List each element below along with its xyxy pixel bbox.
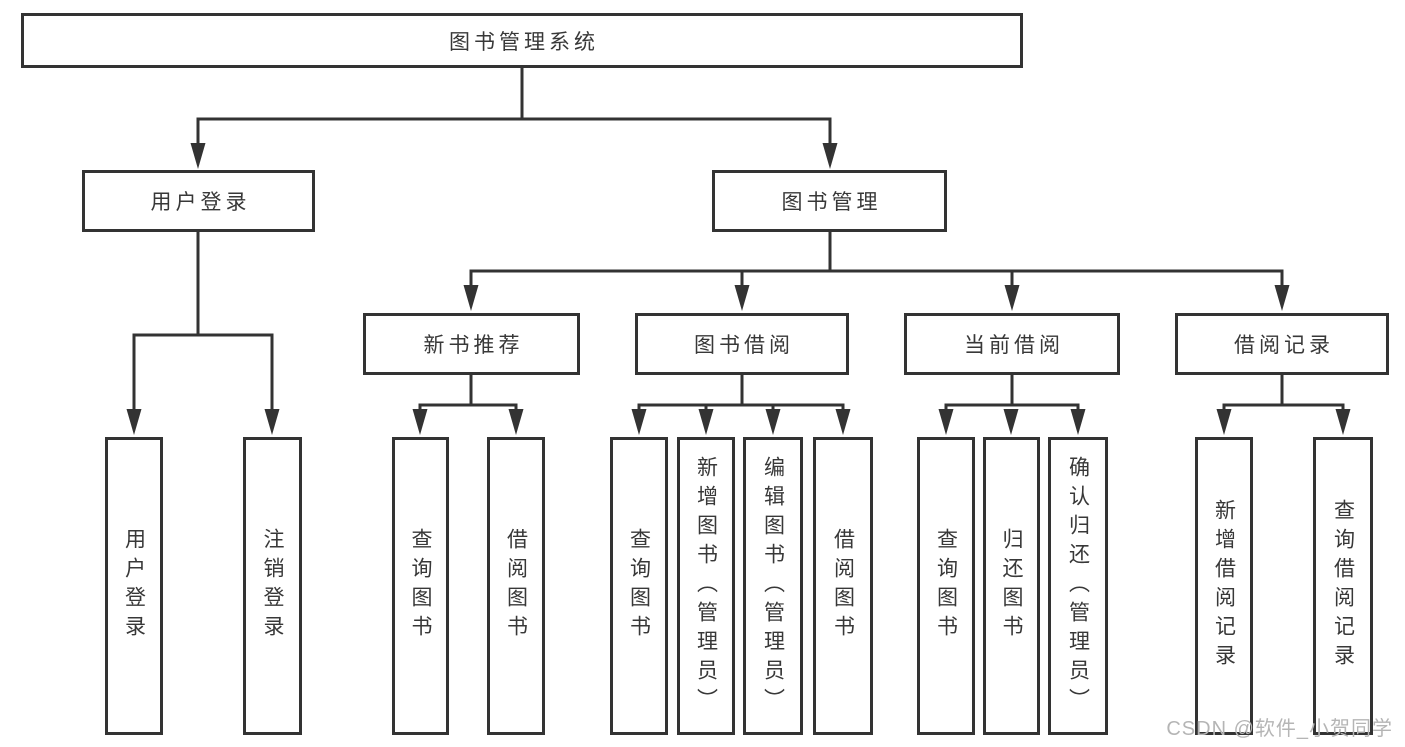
- leaf-confirm-return-admin: 确认归还（管理员）: [1048, 437, 1108, 735]
- leaf-query-books-current-label: 查询图书: [934, 528, 958, 644]
- leaf-return-books: 归还图书: [983, 437, 1040, 735]
- leaf-query-books-borrowing: 查询图书: [610, 437, 668, 735]
- leaf-edit-books-admin: 编辑图书（管理员）: [743, 437, 803, 735]
- leaf-query-books-recommend: 查询图书: [392, 437, 449, 735]
- leaf-add-borrow-record: 新增借阅记录: [1195, 437, 1253, 735]
- node-book-management-label: 图书管理: [781, 191, 882, 214]
- node-borrow-records: 借阅记录: [1175, 313, 1389, 375]
- leaf-logout: 注销登录: [243, 437, 302, 735]
- node-book-management: 图书管理: [712, 170, 947, 232]
- node-root: 图书管理系统: [21, 13, 1023, 68]
- leaf-borrow-books-borrowing: 借阅图书: [813, 437, 873, 735]
- node-book-borrowing-label: 图书借阅: [694, 334, 794, 357]
- leaf-query-books-current: 查询图书: [917, 437, 975, 735]
- leaf-confirm-return-admin-label: 确认归还（管理员）: [1066, 455, 1090, 717]
- node-user-login-label: 用户登录: [150, 191, 251, 214]
- leaf-edit-books-admin-label: 编辑图书（管理员）: [761, 455, 785, 717]
- leaf-logout-label: 注销登录: [261, 528, 284, 644]
- node-borrow-records-label: 借阅记录: [1234, 334, 1334, 357]
- node-current-borrowing-label: 当前借阅: [964, 334, 1064, 357]
- leaf-add-borrow-record-label: 新增借阅记录: [1212, 499, 1236, 673]
- node-root-label: 图书管理系统: [449, 30, 599, 54]
- node-new-book-recommend: 新书推荐: [363, 313, 580, 375]
- leaf-add-books-admin-label: 新增图书（管理员）: [694, 455, 718, 717]
- leaf-borrow-books-borrowing-label: 借阅图书: [831, 528, 855, 644]
- node-new-book-recommend-label: 新书推荐: [423, 334, 524, 357]
- leaf-borrow-books-recommend: 借阅图书: [487, 437, 545, 735]
- node-user-login: 用户登录: [82, 170, 315, 232]
- leaf-query-borrow-record: 查询借阅记录: [1313, 437, 1373, 735]
- leaf-query-books-recommend-label: 查询图书: [409, 528, 432, 644]
- leaf-return-books-label: 归还图书: [1000, 528, 1023, 644]
- watermark-text: CSDN @软件_小贺同学: [1166, 718, 1393, 740]
- leaf-user-login-label: 用户登录: [122, 528, 146, 644]
- node-current-borrowing: 当前借阅: [904, 313, 1120, 375]
- leaf-user-login: 用户登录: [105, 437, 163, 735]
- leaf-query-books-borrowing-label: 查询图书: [627, 528, 651, 644]
- leaf-query-borrow-record-label: 查询借阅记录: [1331, 499, 1355, 673]
- leaf-add-books-admin: 新增图书（管理员）: [677, 437, 735, 735]
- node-book-borrowing: 图书借阅: [635, 313, 849, 375]
- leaf-borrow-books-recommend-label: 借阅图书: [504, 528, 528, 644]
